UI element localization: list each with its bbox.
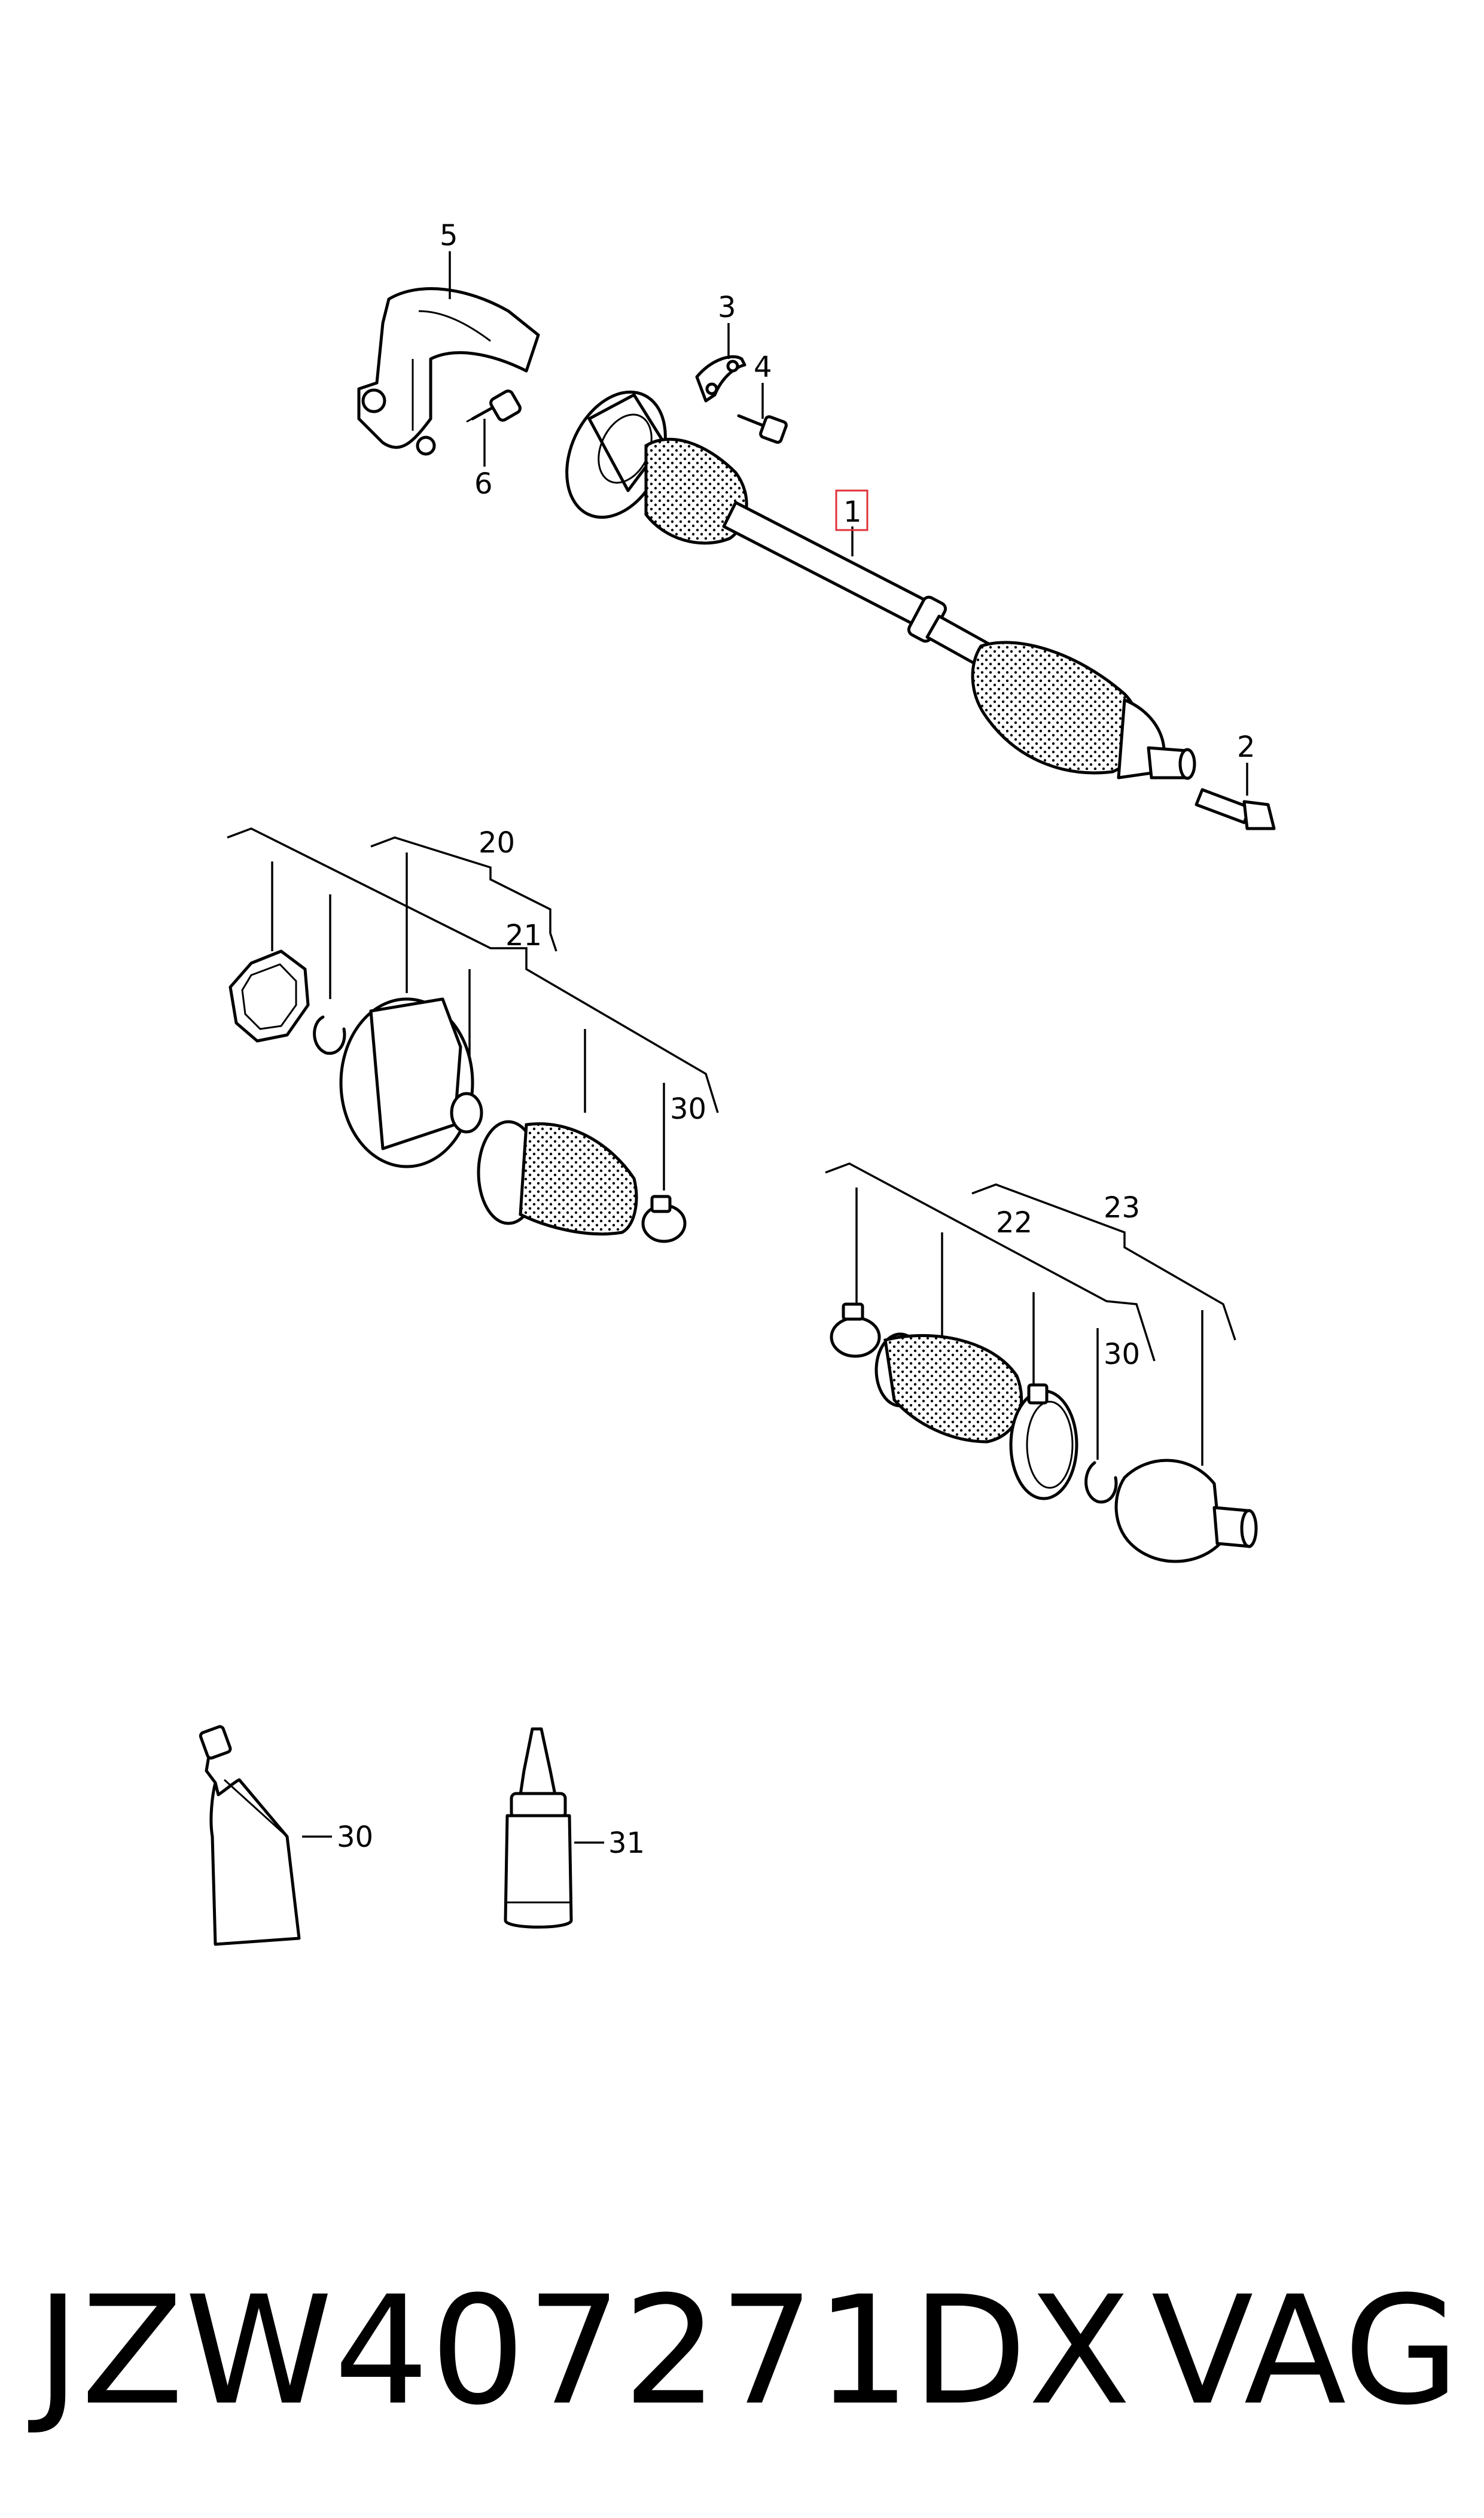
callout-30-kit-left: 30 <box>670 1092 706 1126</box>
callout-31: 31 <box>608 1826 645 1860</box>
bolt-part-2 <box>1194 788 1276 830</box>
footer: JZW407271DX VAG <box>36 2261 1459 2441</box>
bolt-part-4 <box>737 414 788 444</box>
sealant-bottle-part-31 <box>504 1727 573 1929</box>
band-clamp <box>1009 1383 1078 1500</box>
drive-shaft-part-1 <box>565 390 1196 780</box>
bracket-lines-right-kit <box>825 1162 1236 1362</box>
cv-joint-outer <box>1114 1459 1258 1563</box>
cv-joint-inner <box>339 997 474 1168</box>
heat-shield-part-5 <box>357 287 540 456</box>
callout-23: 23 <box>1104 1191 1140 1225</box>
bolt-part-6 <box>466 389 522 423</box>
circlip <box>313 1015 346 1055</box>
bracket-lines-left-kit <box>227 827 719 1113</box>
callout-21: 21 <box>505 919 542 952</box>
hose-clamp-left <box>641 1195 687 1243</box>
hose-clamp-right <box>830 1302 881 1358</box>
boot-outer <box>874 1332 1023 1444</box>
brand-label: VAG <box>1151 2264 1459 2438</box>
callout-3: 3 <box>718 291 736 324</box>
callout-4: 4 <box>754 351 772 384</box>
callout-6: 6 <box>474 467 493 501</box>
callout-5: 5 <box>440 219 458 252</box>
callout-30-tube: 30 <box>337 1820 373 1854</box>
callout-30-kit-right: 30 <box>1104 1338 1140 1371</box>
o-ring <box>450 1092 483 1134</box>
boot-inner <box>477 1120 638 1236</box>
part-number: JZW407271DX <box>36 2264 1132 2438</box>
gasket <box>228 949 310 1043</box>
callout-20: 20 <box>479 826 515 860</box>
grease-tube-part-30 <box>199 1725 301 1946</box>
lock-plate-part-3 <box>695 355 746 403</box>
callout-1: 1 <box>843 495 862 529</box>
highlight-box <box>835 489 869 531</box>
circlip-right <box>1084 1461 1118 1504</box>
callout-2: 2 <box>1237 730 1256 764</box>
callout-22: 22 <box>996 1206 1032 1240</box>
